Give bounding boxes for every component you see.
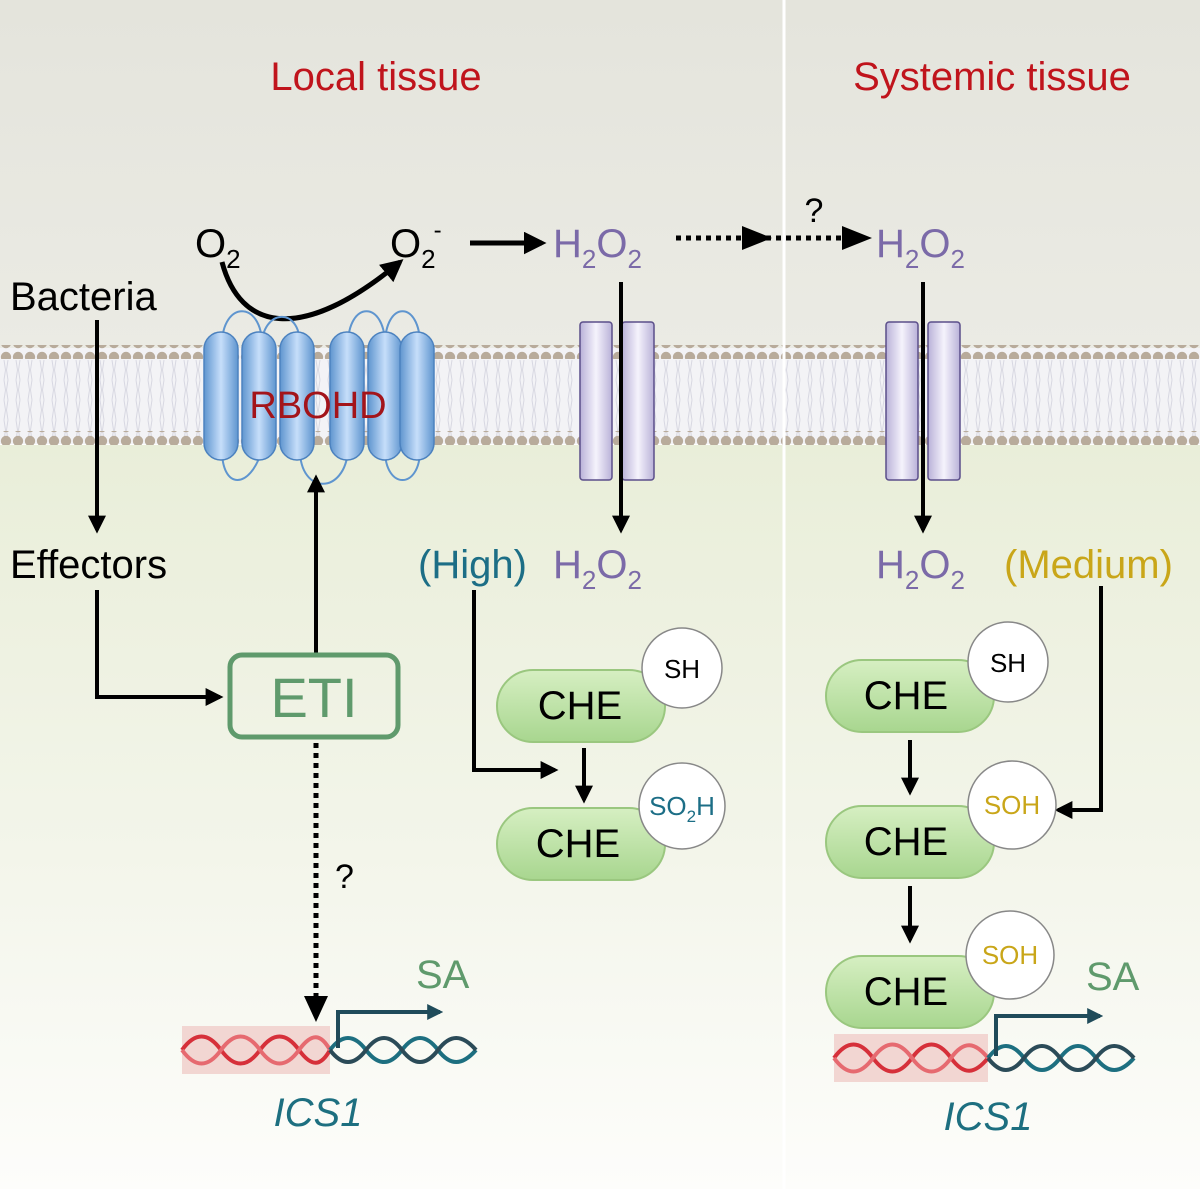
soh-label-1: SOH: [984, 790, 1040, 820]
rbohd-reaction-arrow: [219, 259, 404, 322]
h2o2-systemic-extracellular: H2O2: [876, 222, 965, 274]
rbohd-label: RBOHD: [249, 385, 386, 427]
ics1-label-local: ICS1: [274, 1091, 363, 1135]
effectors-to-eti-arrow: [95, 590, 224, 706]
soh-label-2: SOH: [982, 940, 1038, 970]
transcription-start-local: [336, 1004, 444, 1048]
superoxide-label: O2-: [390, 217, 442, 274]
che-systemic-reduced-label: CHE: [864, 674, 948, 718]
soh-group-2: [965, 910, 1055, 1000]
local-tissue-title: Local tissue: [270, 55, 481, 99]
che-local-reduced-label: CHE: [538, 684, 622, 728]
sh-group-local: [641, 627, 723, 709]
che-local-sulfinylated-label: CHE: [536, 822, 620, 866]
medium-level-label: (Medium): [1004, 543, 1173, 587]
h2o2-systemic-intracellular: H2O2: [876, 543, 965, 595]
eti-box: [227, 652, 401, 740]
effectors-label: Effectors: [10, 543, 167, 587]
ics1-gene-systemic: [832, 1034, 1136, 1082]
che-systemic-bound-label: CHE: [864, 970, 948, 1014]
sh-label-local: SH: [664, 654, 700, 684]
systemic-h2o2-channel: [885, 321, 961, 481]
sa-label-local: SA: [416, 953, 470, 997]
systemic-tissue-title: Systemic tissue: [853, 55, 1131, 99]
eti-label: ETI: [270, 666, 357, 729]
high-level-label: (High): [418, 543, 527, 587]
h2o2-local-extracellular: H2O2: [553, 222, 642, 274]
local-h2o2-channel: [579, 321, 655, 481]
ics1-label-systemic: ICS1: [944, 1095, 1033, 1139]
high-h2o2-oxidation-arrow: [472, 590, 559, 779]
oxygen-label: O2: [195, 222, 241, 274]
eti-question: ?: [335, 858, 354, 896]
sh-label-systemic: SH: [990, 648, 1026, 678]
rbohd-protein: [203, 310, 435, 485]
che-local-reduced: [496, 669, 666, 743]
dotted-arrowhead-end: [842, 226, 872, 250]
sh-group-systemic: [967, 621, 1049, 703]
transcription-start-systemic: [994, 1008, 1104, 1056]
dotted-arrowhead-mid: [742, 226, 772, 250]
h2o2-local-intracellular: H2O2: [553, 543, 642, 595]
soh-group-1: [967, 760, 1057, 850]
extracellular-background: [0, 0, 1200, 350]
bacteria-label: Bacteria: [10, 275, 157, 319]
ics1-gene-local: [180, 1026, 478, 1074]
so2h-group: [638, 762, 726, 850]
eti-to-ics1-arrowhead: [304, 996, 328, 1022]
medium-h2o2-oxidation-arrow: [1054, 586, 1103, 819]
systemic-signal-question: ?: [805, 192, 824, 230]
che-systemic-sulfenylated-label: CHE: [864, 820, 948, 864]
so2h-label: SO2H: [649, 791, 715, 826]
sa-label-systemic: SA: [1086, 955, 1140, 999]
